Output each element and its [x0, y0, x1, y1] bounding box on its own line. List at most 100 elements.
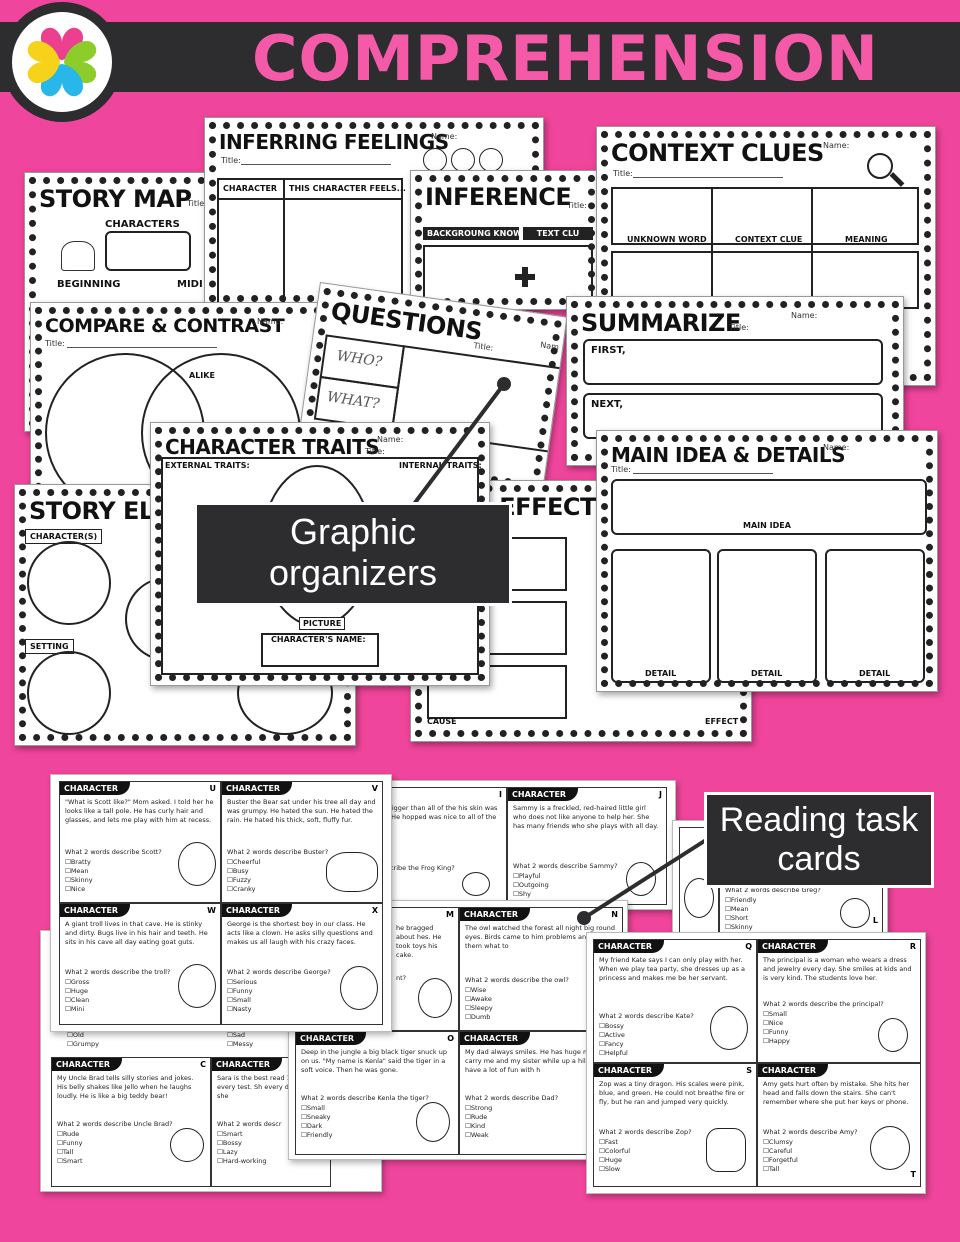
princess-icon	[710, 1006, 748, 1050]
bear-icon	[326, 852, 378, 892]
principal-icon	[878, 1018, 908, 1052]
characters-label: CHARACTERS	[105, 219, 180, 230]
first-label: FIRST,	[591, 345, 626, 356]
char-name-label: CHARACTER'S NAME:	[271, 635, 366, 644]
sheet-title: CHARACTER TRAITS	[165, 435, 380, 459]
sheet-title: SUMMARIZE	[581, 309, 741, 337]
name-box	[261, 633, 379, 667]
task-card-c[interactable]: CHARACTER C My Uncle Brad tells silly st…	[51, 1057, 211, 1187]
title-label: Title:	[613, 169, 633, 178]
sheet-title: COMPARE & CONTRAST	[45, 315, 285, 337]
task-card-t[interactable]: CHARACTER T Amy gets hurt often by mista…	[757, 1063, 921, 1187]
feels-column	[283, 178, 403, 306]
sheet-title: CONTEXT CLUES	[611, 139, 824, 167]
task-card-u[interactable]: CHARACTER U "What is Scott like?" Mom as…	[59, 781, 221, 903]
logo	[2, 2, 122, 122]
tiger-icon	[416, 1102, 450, 1142]
col-header: THIS CHARACTER FEELS...	[289, 184, 406, 193]
col-label: UNKNOWN WORD	[627, 235, 707, 244]
top-options: Old Grumpy	[67, 1031, 99, 1049]
setting-circle	[27, 651, 111, 735]
task-cards-callout: Reading task cards	[704, 792, 934, 888]
task-card-s[interactable]: CHARACTER S Zop was a tiny dragon. His s…	[593, 1063, 757, 1187]
grumpy-boy-icon	[840, 898, 870, 928]
main-idea-sheet: MAIN IDEA & DETAILS Name: Title: MAIN ID…	[596, 430, 938, 692]
task-card-q[interactable]: CHARACTER Q My friend Kate says I can on…	[593, 939, 757, 1063]
sheet-title: INFERENCE	[425, 183, 572, 211]
girl-icon	[870, 1126, 910, 1170]
inference-box	[423, 245, 593, 309]
name-label: Name:	[431, 132, 458, 141]
organizers-callout: Graphic organizers	[194, 502, 512, 606]
sheet-title: STORY MAP	[39, 185, 192, 213]
detail-label: DETAIL	[645, 669, 677, 678]
task-card-x[interactable]: CHARACTER X George is the shortest boy i…	[221, 903, 383, 1025]
alike-label: ALIKE	[189, 371, 215, 380]
next-label: NEXT,	[591, 399, 624, 410]
banner	[0, 22, 960, 92]
title-label: Title:	[567, 201, 587, 210]
name-label: Nam	[539, 340, 560, 352]
name-label: Name:	[791, 311, 818, 320]
task-card-w[interactable]: CHARACTER W A giant troll lives in that …	[59, 903, 221, 1025]
setting-label: SETTING	[25, 639, 74, 654]
sheet-title: INFERRING FEELINGS	[219, 130, 449, 154]
title-label: Title	[187, 199, 205, 208]
effect-label: EFFECT	[705, 717, 739, 726]
name-label: Name:	[823, 141, 850, 150]
col-header: CHARACTER	[223, 184, 278, 193]
magnifying-glass-icon	[865, 151, 905, 191]
beginning-label: BEGINNING	[57, 279, 121, 290]
characters-box	[105, 231, 191, 271]
name-label: Name:	[823, 443, 850, 452]
detail-label: DETAIL	[751, 669, 783, 678]
detail-box	[825, 549, 925, 683]
callout-text: Graphic organizers	[268, 511, 438, 594]
name-label: Name:	[257, 317, 284, 326]
title-label: Title:	[365, 447, 385, 456]
name-label: Name:	[377, 435, 404, 444]
task-card-v[interactable]: CHARACTER V Buster the Bear sat under hi…	[221, 781, 383, 903]
task-card-sheet: CHARACTER Q My friend Kate says I can on…	[586, 932, 926, 1194]
main-idea-box	[611, 479, 927, 535]
troll-icon	[178, 964, 216, 1008]
internal-label: INTERNAL TRAITS:	[399, 461, 482, 470]
plus-icon	[515, 267, 535, 287]
sheet-title: MAIN IDEA & DETAILS	[611, 443, 846, 467]
banner-title: COMPREHENSION	[252, 22, 879, 95]
first-box	[583, 339, 883, 385]
title-label: Title:	[221, 156, 241, 165]
task-card-sheet: I was bigger than all of the his skin wa…	[360, 780, 676, 910]
col-header: TEXT CLU	[523, 227, 593, 240]
detail-box	[717, 549, 817, 683]
title-label: Title:	[729, 323, 749, 332]
frog-icon	[462, 872, 490, 896]
title-label: Title:	[473, 341, 494, 353]
external-label: EXTERNAL TRAITS:	[165, 461, 250, 470]
cause-label: CAUSE	[427, 717, 457, 726]
callout-text: Reading task cards	[719, 801, 919, 879]
clover-heart-logo-icon	[27, 27, 97, 97]
boy-icon	[418, 978, 452, 1018]
task-card-j[interactable]: CHARACTER J Sammy is a freckled, red-hai…	[507, 787, 667, 905]
col-label: MEANING	[845, 235, 888, 244]
context-row	[611, 187, 919, 245]
uncle-icon	[170, 1128, 204, 1162]
inference-sheet: INFERENCE Title: BACKGROUNG KNOWLEDGE TE…	[410, 170, 600, 310]
detail-box	[611, 549, 711, 683]
main-idea-label: MAIN IDEA	[743, 521, 791, 530]
boy-icon	[340, 966, 378, 1010]
middle-label: MIDI	[177, 279, 203, 290]
detail-label: DETAIL	[859, 669, 891, 678]
top-options: Sad Messy	[227, 1031, 253, 1049]
girl-icon	[626, 862, 656, 896]
col-header: BACKGROUNG KNOWLEDGE	[423, 227, 551, 240]
dragon-icon	[706, 1128, 746, 1172]
task-card-o[interactable]: CHARACTER O Deep in the jungle a big bla…	[295, 1031, 459, 1155]
kids-icon	[61, 241, 95, 271]
cause-box	[427, 665, 567, 719]
task-card-r[interactable]: CHARACTER R The principal is a woman who…	[757, 939, 921, 1063]
col-label: CONTEXT CLUE	[735, 235, 803, 244]
picture-label: PICTURE	[299, 617, 346, 630]
character-circle	[27, 541, 111, 625]
